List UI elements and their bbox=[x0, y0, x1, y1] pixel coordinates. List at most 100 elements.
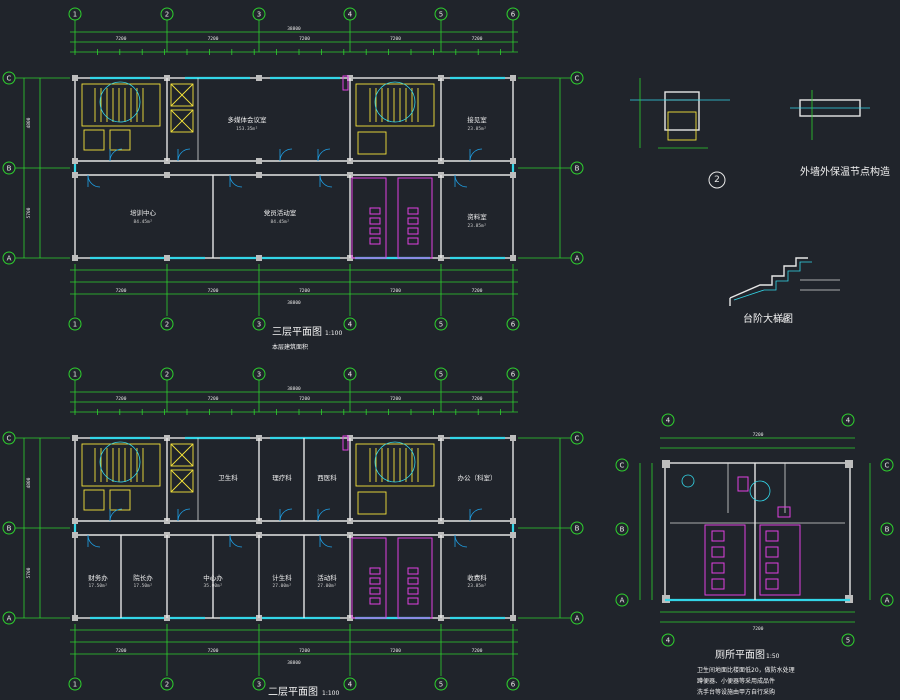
axis-label: 5 bbox=[439, 321, 443, 329]
dimension-text: 4800 bbox=[26, 117, 32, 128]
axis-label: 6 bbox=[511, 321, 516, 329]
toilet-fixture bbox=[407, 587, 419, 595]
axis-label: A bbox=[7, 255, 12, 263]
room-area: 27.00m² bbox=[273, 583, 292, 589]
axis-label: 2 bbox=[165, 321, 169, 329]
step-finish bbox=[733, 261, 812, 301]
axis-label: 4 bbox=[666, 417, 671, 425]
room-label: 多媒体会议室 bbox=[228, 115, 268, 124]
dimension-text: 7200 bbox=[116, 36, 127, 42]
toilet-fixture bbox=[407, 567, 419, 575]
room-area: 23.85m² bbox=[468, 126, 487, 132]
column bbox=[662, 460, 670, 468]
equipment-box bbox=[109, 129, 131, 151]
dimension-text: 38800 bbox=[287, 386, 301, 392]
toilet-fixture bbox=[765, 562, 779, 574]
detail-title: 外墙外保温节点构造 bbox=[800, 165, 890, 178]
detail-scale: 1:20 bbox=[775, 317, 789, 324]
column bbox=[72, 435, 78, 441]
toilet-fixture bbox=[407, 597, 419, 605]
stair-arc bbox=[99, 81, 141, 123]
axis-bubble bbox=[343, 677, 357, 691]
toilet-fixture bbox=[369, 207, 381, 215]
dimension-text: 7200 bbox=[753, 432, 764, 438]
column bbox=[164, 255, 170, 261]
plan-title: 二层平面图 bbox=[268, 686, 318, 698]
axis-label: 2 bbox=[165, 371, 169, 379]
column bbox=[72, 532, 78, 538]
detail-marker-label: 2 bbox=[714, 175, 720, 185]
detail-title: 台阶大样图 bbox=[743, 312, 793, 325]
dimension-text: 7200 bbox=[390, 288, 401, 294]
axis-label: 4 bbox=[348, 681, 353, 689]
axis-bubble bbox=[880, 593, 894, 607]
downpipe bbox=[342, 435, 349, 451]
dimension-text: 5700 bbox=[26, 207, 32, 218]
axis-bubble bbox=[661, 633, 675, 647]
dimension-text: 38800 bbox=[287, 26, 301, 32]
room-area: 17.50m² bbox=[89, 583, 108, 589]
room-label: 理疗科 bbox=[272, 473, 292, 482]
room-area: 84.45m² bbox=[271, 219, 290, 225]
fixture-circle bbox=[681, 474, 695, 488]
dimension-text: 7200 bbox=[299, 396, 310, 402]
elevator-shaft bbox=[170, 443, 194, 467]
toilet-fixture bbox=[407, 577, 419, 585]
dimension-text: 7200 bbox=[116, 396, 127, 402]
axis-label: 1 bbox=[73, 681, 77, 689]
toilet-fixture bbox=[369, 237, 381, 245]
toilet-fixture bbox=[369, 217, 381, 225]
axis-label: 4 bbox=[666, 637, 671, 645]
downpipe bbox=[342, 75, 349, 91]
axis-label: 5 bbox=[439, 11, 443, 19]
toilet-fixture bbox=[765, 578, 779, 590]
room-area: 153.35m² bbox=[236, 126, 258, 132]
room-area: 35.00m² bbox=[204, 583, 223, 589]
room-label: 院长办 bbox=[133, 573, 153, 582]
urinal bbox=[737, 476, 749, 492]
stair bbox=[81, 443, 161, 487]
elevator-shaft bbox=[170, 83, 194, 107]
column bbox=[510, 435, 516, 441]
stair bbox=[355, 83, 435, 127]
plan-scale: 1:50 bbox=[766, 653, 780, 660]
dimension-text: 7200 bbox=[753, 626, 764, 632]
toilet-fixture bbox=[369, 597, 381, 605]
axis-label: A bbox=[575, 615, 580, 623]
toilet-fixture bbox=[765, 546, 779, 558]
axis-label: 2 bbox=[165, 681, 169, 689]
dimension-text: 7200 bbox=[208, 396, 219, 402]
column bbox=[510, 255, 516, 261]
column bbox=[510, 75, 516, 81]
room-label: 活动科 bbox=[317, 573, 337, 582]
column bbox=[256, 255, 262, 261]
toilet-fixture bbox=[369, 587, 381, 595]
room-area: 84.45m² bbox=[134, 219, 153, 225]
axis-label: B bbox=[575, 165, 580, 173]
room-label: 财务办 bbox=[88, 573, 108, 582]
note-line: 洗手台等设施由甲方自行采购 bbox=[697, 688, 775, 696]
toilet-partition bbox=[351, 537, 387, 619]
toilet-fixture bbox=[369, 577, 381, 585]
toilet-fixture bbox=[407, 237, 419, 245]
plan-title: 三层平面图 bbox=[272, 326, 322, 338]
axis-label: A bbox=[620, 597, 625, 605]
toilet-partition bbox=[759, 524, 801, 596]
dimension-text: 7200 bbox=[116, 648, 127, 654]
dimension-text: 7200 bbox=[208, 36, 219, 42]
toilet-fixture bbox=[711, 530, 725, 542]
axis-label: A bbox=[885, 597, 890, 605]
axis-label: B bbox=[7, 165, 12, 173]
column bbox=[164, 172, 170, 178]
axis-label: A bbox=[7, 615, 12, 623]
axis-label: A bbox=[575, 255, 580, 263]
axis-label: C bbox=[7, 75, 12, 83]
axis-bubble bbox=[615, 458, 629, 472]
room-label: 收费科 bbox=[467, 573, 487, 582]
shaft-cross bbox=[170, 109, 194, 133]
axis-bubble bbox=[343, 317, 357, 331]
axis-bubble bbox=[615, 522, 629, 536]
toilet-fixture bbox=[711, 578, 725, 590]
column bbox=[845, 460, 853, 468]
